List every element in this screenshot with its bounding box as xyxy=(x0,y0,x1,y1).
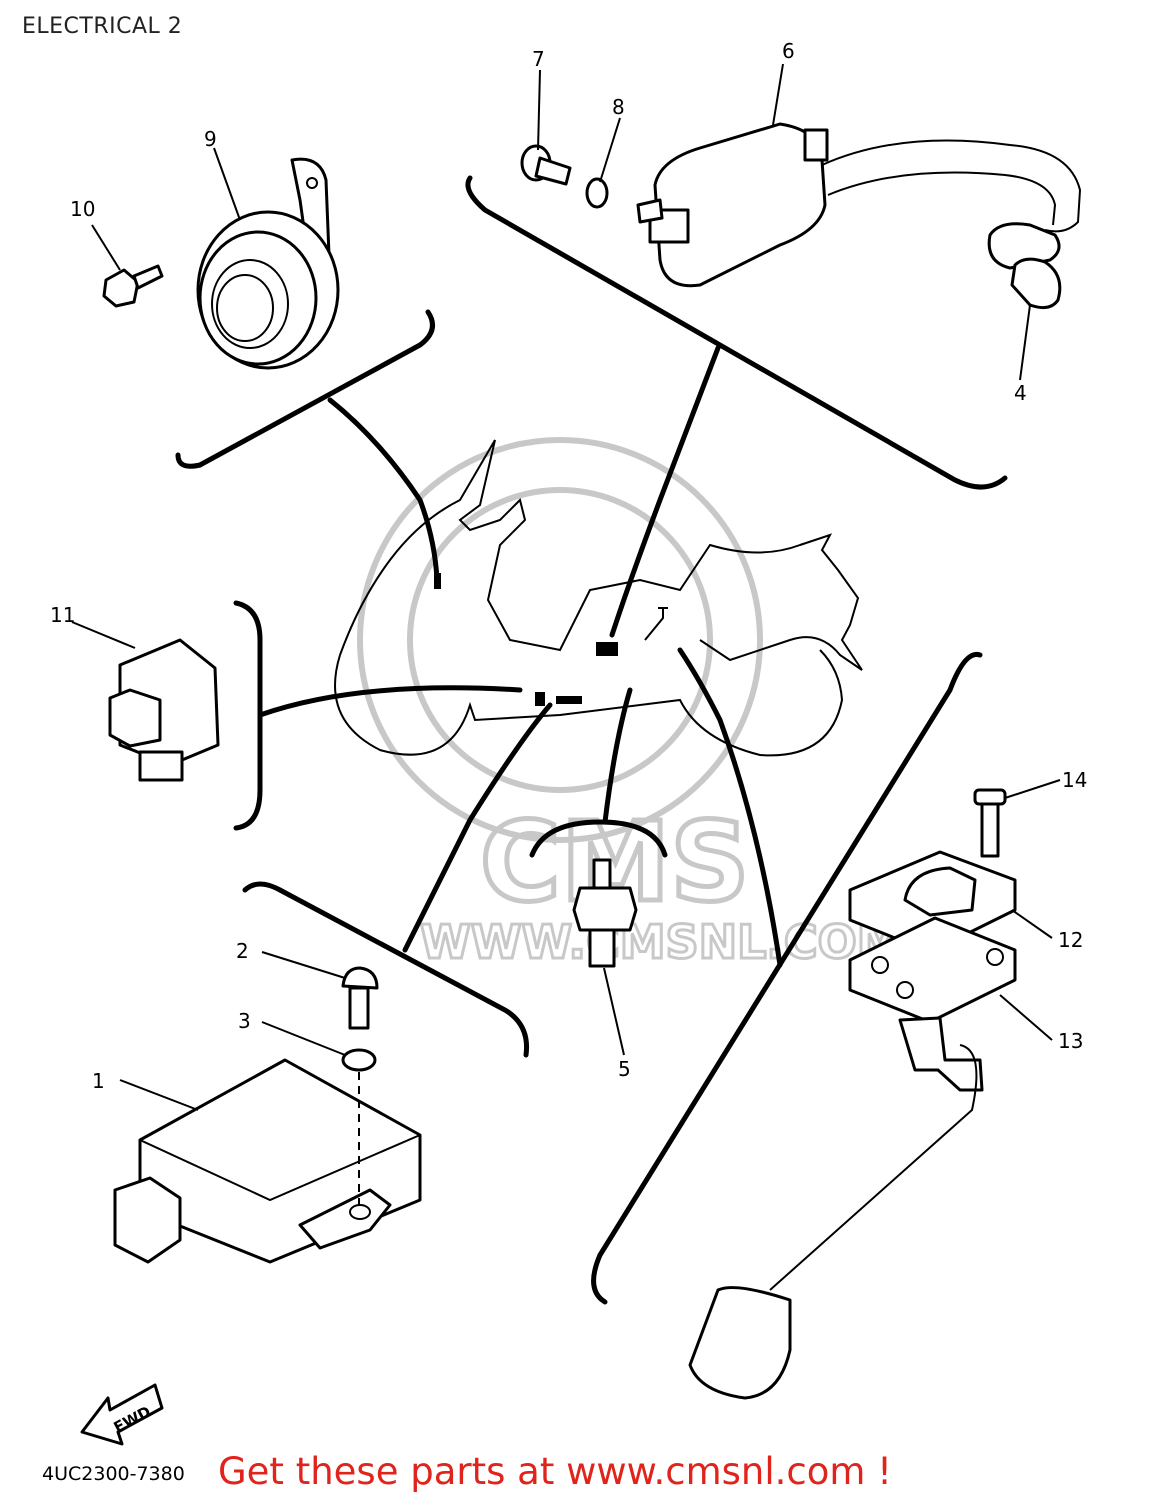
bracket-sender xyxy=(529,687,668,858)
motorcycle-outline xyxy=(334,439,863,757)
thermo-sender xyxy=(572,858,638,968)
relay xyxy=(108,638,220,782)
watermark-url: WWW.CMSNL.COM xyxy=(420,915,903,969)
callout-7: 7 xyxy=(532,47,545,71)
fwd-arrow-icon: FWD xyxy=(80,1383,164,1446)
callout-2: 2 xyxy=(236,939,249,963)
callout-8: 8 xyxy=(612,95,625,119)
callout-13: 13 xyxy=(1058,1029,1083,1053)
bracket-horn xyxy=(175,309,440,583)
leader-lines xyxy=(71,63,1061,1111)
callout-6: 6 xyxy=(782,39,795,63)
washer-3 xyxy=(341,1048,377,1072)
ecu-unit xyxy=(113,1058,422,1264)
bracket-ecu xyxy=(242,702,553,1058)
callout-4: 4 xyxy=(1014,381,1027,405)
watermark: CMS WWW.CMSNL.COM xyxy=(357,437,904,971)
callout-12: 12 xyxy=(1058,928,1083,952)
fuel-sender xyxy=(688,788,1017,1400)
diagram-title: ELECTRICAL 2 xyxy=(22,14,183,39)
drawing-code: 4UC2300-7380 xyxy=(42,1463,185,1485)
callouts: 1 2 3 4 5 6 7 8 9 10 11 12 13 14 xyxy=(50,39,1087,1093)
callout-14: 14 xyxy=(1062,768,1087,792)
callout-3: 3 xyxy=(238,1009,251,1033)
callout-5: 5 xyxy=(618,1057,631,1081)
ignition-coil xyxy=(636,122,1082,310)
callout-9: 9 xyxy=(204,127,217,151)
bolt-7 xyxy=(520,144,572,186)
washer-8 xyxy=(585,177,609,209)
callout-1: 1 xyxy=(92,1069,105,1093)
horn xyxy=(196,157,340,370)
callout-11: 11 xyxy=(50,603,75,627)
screw-2 xyxy=(341,966,379,1030)
callout-10: 10 xyxy=(70,197,95,221)
bolt-10 xyxy=(102,264,164,308)
promo-link-text[interactable]: Get these parts at www.cmsnl.com ! xyxy=(218,1450,893,1493)
bracket-coil xyxy=(465,175,1008,638)
bracket-relay xyxy=(233,600,523,831)
bracket-fuel-sender xyxy=(591,647,983,1305)
